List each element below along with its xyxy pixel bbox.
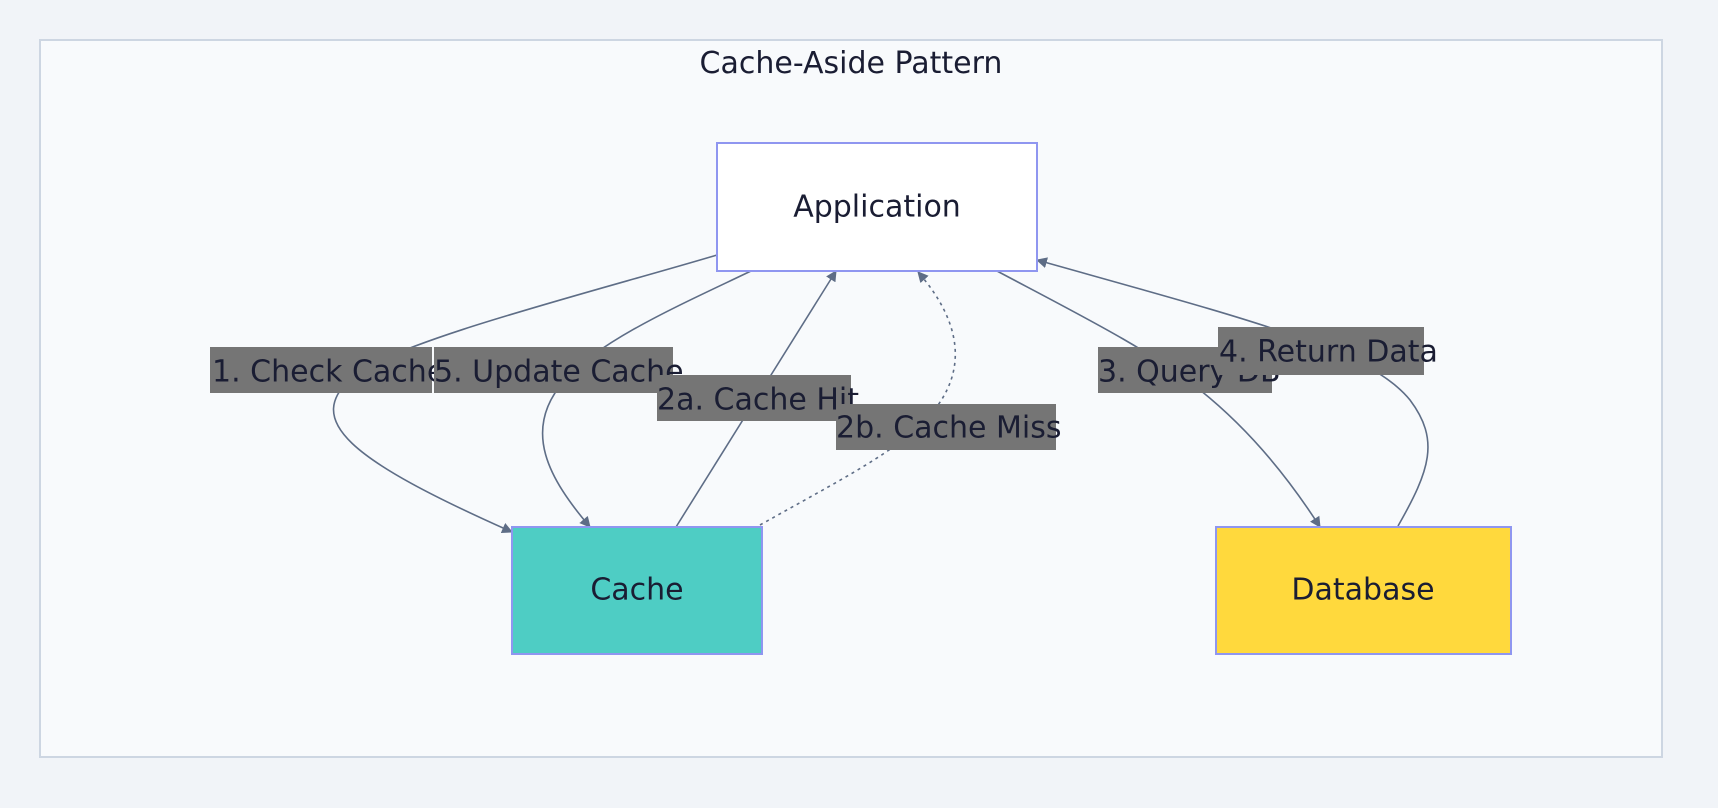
edge-label-update-cache: 5. Update Cache (434, 347, 684, 393)
edge-label-cache-miss: 2b. Cache Miss (836, 404, 1062, 450)
edge-return-data (1035, 257, 1429, 527)
node-application-box (716, 142, 1038, 272)
node-application: Application (716, 142, 1038, 272)
node-database-box (1215, 526, 1512, 655)
node-application-label: Application (793, 190, 961, 225)
edge-labels: 1. Check Cache 5. Update Cache 2a. Cache… (210, 327, 1438, 450)
node-cache-box (511, 526, 763, 655)
edge-label-return-data-text: 4. Return Data (1219, 335, 1438, 370)
edge-label-return-data: 4. Return Data (1218, 327, 1438, 375)
node-database-label: Database (1291, 573, 1434, 608)
edge-label-update-cache-text: 5. Update Cache (434, 355, 684, 390)
node-database: Database (1215, 526, 1512, 655)
node-cache: Cache (511, 526, 763, 655)
edge-label-cache-hit: 2a. Cache Hit (657, 375, 859, 421)
diagram-title: Cache-Aside Pattern (700, 46, 1003, 81)
edge-label-check-cache: 1. Check Cache (210, 347, 445, 393)
edge-label-check-cache-text: 1. Check Cache (212, 355, 445, 390)
edge-label-cache-hit-text: 2a. Cache Hit (657, 383, 859, 418)
edge-label-cache-miss-text: 2b. Cache Miss (836, 411, 1062, 446)
node-cache-label: Cache (590, 573, 683, 608)
